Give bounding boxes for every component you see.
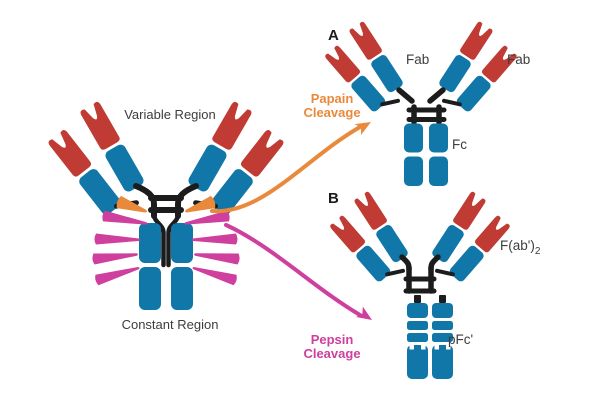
ch3-domain-right: [171, 267, 193, 310]
pfc-stub-right: [439, 295, 446, 303]
pfc-piece: [432, 333, 453, 342]
hinge-region: [133, 183, 199, 268]
fc-ch3-right: [429, 156, 448, 186]
ch2-domain-left: [139, 223, 161, 263]
pepsin-site-marker: [191, 233, 238, 246]
pfc-label: pFc': [448, 332, 473, 347]
pfc-fragment: [407, 295, 453, 379]
fc-ch2-right: [429, 123, 448, 153]
pfc-piece: [407, 345, 428, 379]
pepsin-site-marker: [91, 248, 139, 265]
pfc-piece: [407, 321, 428, 330]
heavy-chain-left-stem: [151, 211, 166, 268]
ch2-domain-right: [171, 223, 193, 263]
pepsin-site-marker: [94, 262, 142, 286]
pepsin-site-marker: [94, 233, 141, 246]
hinge-left-post: [133, 183, 157, 219]
panel-a: A Fab Fab Fc: [320, 21, 530, 186]
fab-arm: [432, 21, 523, 121]
pepsin-site-marker: [190, 262, 238, 286]
fab-right-label: Fab: [507, 52, 530, 67]
variable-region-label: Variable Region: [124, 107, 216, 122]
fab2-label: F(ab')2: [500, 238, 541, 257]
heavy-chain-right-stem: [166, 211, 181, 268]
papain-site-marker: [115, 195, 150, 218]
panel-a-letter: A: [328, 27, 339, 44]
panel-b-letter: B: [328, 190, 339, 207]
papain-arrow-curve: [210, 125, 362, 214]
fab-hinge-stub: [396, 87, 415, 104]
pfc-notch: [409, 345, 414, 350]
papain-cleavage-arrow: Papain Cleavage: [210, 91, 375, 214]
pfc-stub-left: [414, 295, 421, 303]
constant-region-label: Constant Region: [122, 317, 219, 332]
pfc-piece: [432, 303, 453, 318]
hinge-right-post: [175, 183, 199, 219]
pfc-notch: [421, 345, 426, 350]
pepsin-site-marker: [193, 248, 241, 265]
fc-label: Fc: [452, 137, 467, 152]
fab-left-label: Fab: [406, 52, 429, 67]
fab-fragment-left: [320, 21, 415, 121]
pfc-piece: [407, 303, 428, 318]
pepsin-label-line1: Pepsin: [311, 332, 354, 347]
pepsin-arrow-curve: [224, 223, 362, 317]
fc-ch2-left: [404, 123, 423, 153]
pfc-piece: [432, 345, 453, 379]
pfc-notch: [434, 345, 439, 350]
ch3-domain-left: [139, 267, 161, 310]
papain-label-line2: Cleavage: [303, 105, 360, 120]
pfc-piece: [407, 333, 428, 342]
fc-region: [139, 223, 193, 310]
parent-antibody: Variable Region: [42, 101, 290, 332]
panel-b: B F(ab')2: [325, 190, 541, 379]
papain-label-line1: Papain: [311, 91, 354, 106]
pfc-piece: [432, 321, 453, 330]
pepsin-arrowhead-icon: [356, 306, 376, 326]
fab2-fragment: [325, 191, 516, 294]
pfc-notch: [446, 345, 451, 350]
fc-fragment: [404, 104, 448, 186]
fab-fragment-right: [427, 21, 523, 121]
fab-hinge-stub: [427, 87, 446, 104]
pepsin-cleavage-arrow: Pepsin Cleavage: [224, 223, 376, 361]
pepsin-label-line2: Cleavage: [303, 346, 360, 361]
papain-site-marker: [182, 195, 217, 218]
fc-ch3-left: [404, 156, 423, 186]
